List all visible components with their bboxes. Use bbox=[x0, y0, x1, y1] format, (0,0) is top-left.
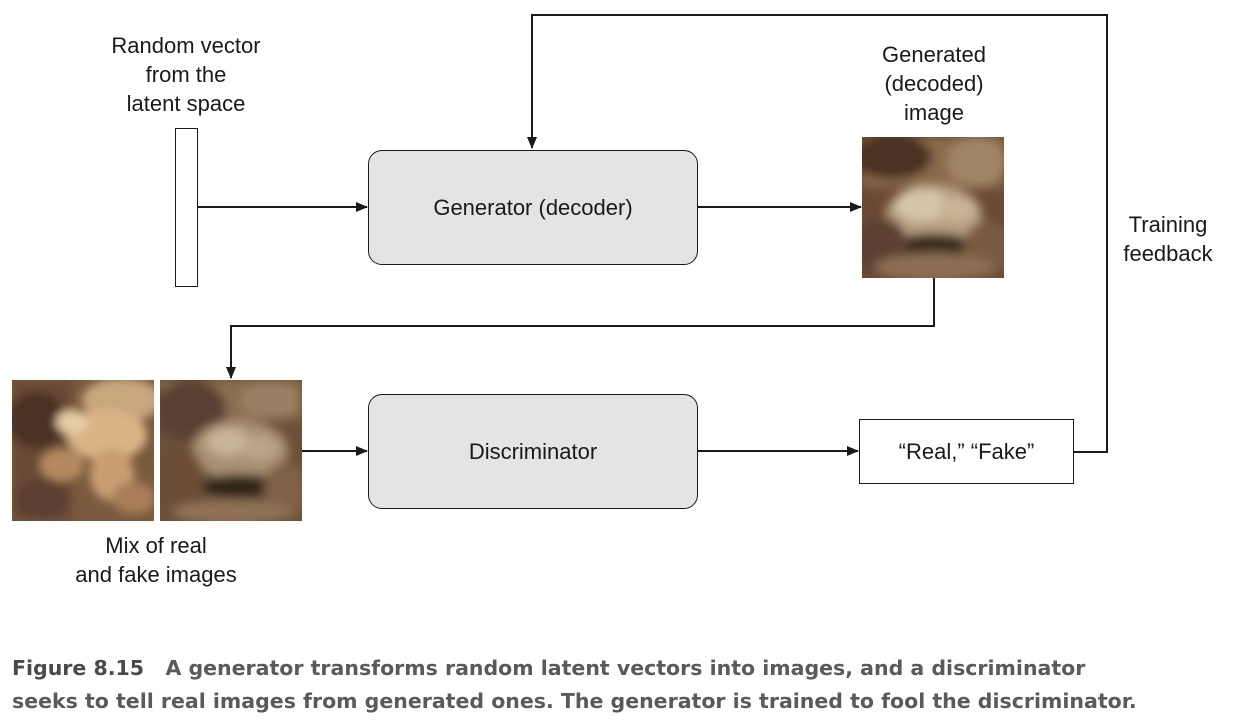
generated-label-line-2: (decoded) bbox=[884, 71, 984, 96]
figure-number: Figure 8.15 bbox=[12, 656, 145, 680]
feedback-label-line-1: Training bbox=[1128, 212, 1208, 237]
caption-line-2: seeks to tell real images from generated… bbox=[12, 689, 1137, 713]
training-feedback-label: Training feedback bbox=[1108, 210, 1228, 268]
mix-label-line-1: Mix of real bbox=[105, 533, 207, 558]
mix-label-line-2: and fake images bbox=[75, 562, 237, 587]
caption-line-1: Figure 8.15 A generator transforms rando… bbox=[12, 652, 1227, 685]
mix-images-label: Mix of real and fake images bbox=[40, 531, 272, 589]
figure-caption: Figure 8.15 A generator transforms rando… bbox=[12, 652, 1227, 718]
generator-label: Generator (decoder) bbox=[433, 194, 633, 220]
real-fake-output-box: “Real,” “Fake” bbox=[859, 419, 1074, 484]
discriminator-label: Discriminator bbox=[468, 438, 598, 464]
latent-label-line-3: latent space bbox=[126, 91, 246, 116]
output-label: “Real,” “Fake” bbox=[898, 438, 1035, 464]
arrow-training-feedback bbox=[527, 14, 1108, 453]
feedback-label-line-2: feedback bbox=[1123, 241, 1213, 266]
latent-label-line-2: from the bbox=[145, 62, 227, 87]
generated-image-thumbnail bbox=[862, 137, 1004, 278]
latent-vector-label: Random vector from the latent space bbox=[90, 31, 282, 118]
generated-label-line-1: Generated bbox=[882, 42, 986, 67]
generated-image-label: Generated (decoded) image bbox=[845, 40, 1023, 127]
arrow-generated-to-mix bbox=[226, 278, 935, 379]
generated-label-line-3: image bbox=[904, 100, 964, 125]
latent-vector-bar bbox=[175, 128, 198, 287]
discriminator-box: Discriminator bbox=[368, 394, 698, 509]
caption-text-1: A generator transforms random latent vec… bbox=[165, 656, 1086, 680]
fake-image-thumbnail bbox=[160, 380, 302, 521]
latent-label-line-1: Random vector bbox=[111, 33, 261, 58]
generator-box: Generator (decoder) bbox=[368, 150, 698, 265]
real-image-thumbnail bbox=[12, 380, 154, 521]
